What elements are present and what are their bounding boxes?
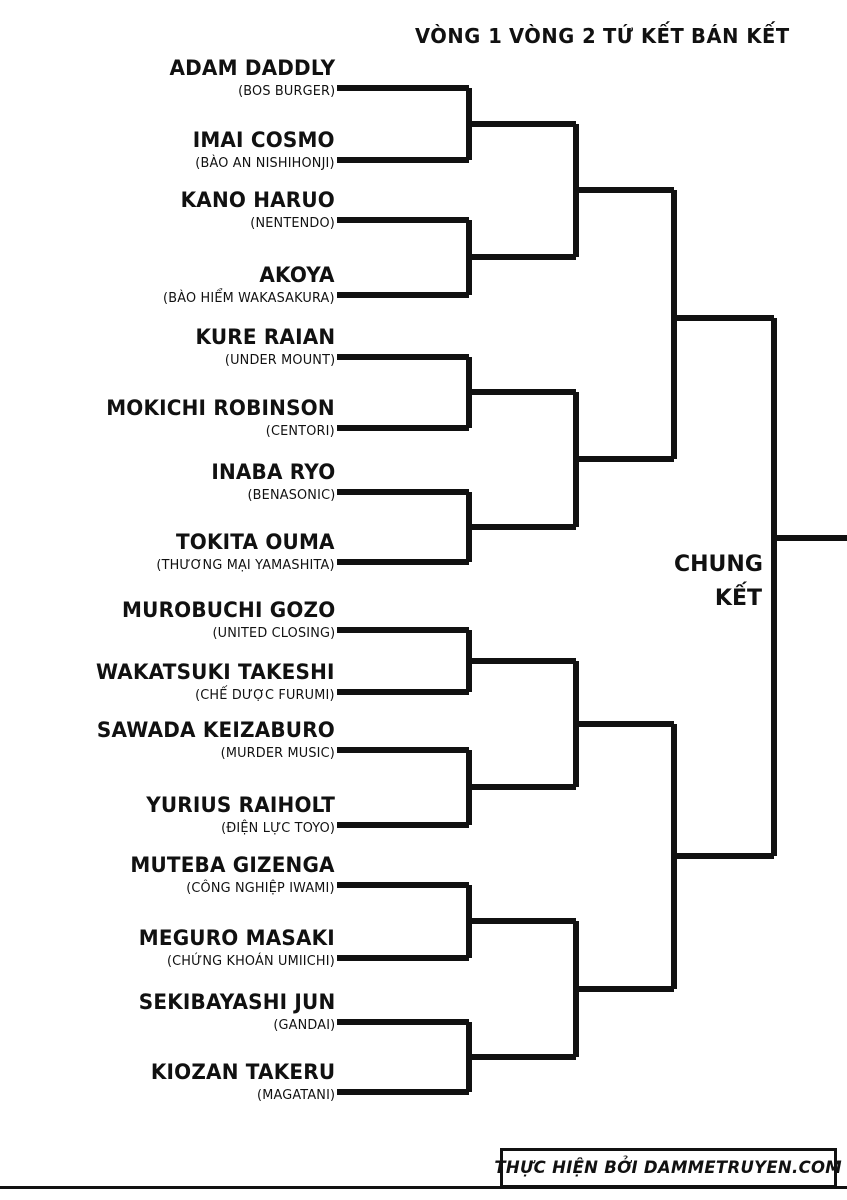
round-label-2: VÒNG 2: [508, 24, 597, 48]
round-label-3: TỨ KẾT: [602, 24, 685, 48]
competitor-team: (GANDAI): [272, 1016, 335, 1033]
competitor-seed: MUTEBA GIZENGA(CÔNG NGHIỆP IWAMI): [115, 855, 335, 895]
watermark-text: THỰC HIỆN BỞI DAMMETRUYEN.COM: [494, 1158, 843, 1178]
round-label-1: VÒNG 1: [415, 24, 503, 48]
competitor-team: (BÀO AN NISHIHONJI): [195, 154, 335, 171]
competitor-name: TOKITA OUMA: [176, 530, 335, 555]
competitor-name: MOKICHI ROBINSON: [106, 396, 335, 421]
competitor-name: ADAM DADDLY: [169, 56, 335, 81]
competitor-team: (MURDER MUSIC): [220, 744, 335, 761]
competitor-seed: IMAI COSMO(BÀO AN NISHIHONJI): [182, 130, 335, 170]
competitor-seed: WAKATSUKI TAKESHI(CHẾ DƯỢC FURUMI): [78, 662, 335, 702]
competitor-team: (NENTENDO): [250, 214, 335, 231]
competitor-seed: TOKITA OUMA(THƯƠNG MẠI YAMASHITA): [147, 532, 335, 572]
competitor-team: (BOS BURGER): [237, 82, 335, 99]
final-label-line-1: CHUNG: [674, 552, 763, 577]
competitor-seed: ADAM DADDLY(BOS BURGER): [157, 58, 335, 98]
competitor-name: IMAI COSMO: [192, 128, 335, 153]
competitor-seed: SEKIBAYASHI JUN(GANDAI): [124, 992, 335, 1032]
competitor-team: (UNDER MOUNT): [224, 351, 335, 368]
competitor-team: (UNITED CLOSING): [212, 624, 335, 641]
competitor-name: AKOYA: [259, 263, 335, 288]
competitor-team: (THƯƠNG MẠI YAMASHITA): [156, 556, 335, 573]
competitor-seed: MEGURO MASAKI(CHỨNG KHOÁN UMIICHI): [124, 928, 335, 968]
final-label-line-2: KẾT: [714, 586, 762, 612]
competitor-team: (CHẾ DƯỢC FURUMI): [195, 686, 335, 703]
final-round-label: CHUNG KẾT: [672, 548, 768, 616]
competitor-seed: KANO HARUO(NENTENDO): [169, 190, 335, 230]
competitor-seed: KURE RAIAN(UNDER MOUNT): [185, 327, 335, 367]
competitor-seed: MOKICHI ROBINSON(CENTORI): [89, 398, 335, 438]
competitor-team: (MAGATANI): [256, 1086, 335, 1103]
competitor-name: SAWADA KEIZABURO: [96, 718, 335, 743]
competitor-name: INABA RYO: [210, 460, 335, 485]
competitor-team: (BÀO HIỂM WAKASAKURA): [163, 289, 335, 306]
competitor-seed: YURIUS RAIHOLT(ĐIỆN LỰC TOYO): [132, 795, 335, 835]
competitor-seed: KIOZAN TAKERU(MAGATANI): [137, 1062, 335, 1102]
competitor-name: MEGURO MASAKI: [138, 926, 335, 951]
competitor-name: MUROBUCHI GOZO: [121, 598, 335, 623]
competitor-name: KIOZAN TAKERU: [150, 1060, 335, 1085]
competitor-team: (CHỨNG KHOÁN UMIICHI): [167, 952, 335, 969]
competitor-team: (ĐIỆN LỰC TOYO): [221, 819, 335, 836]
competitor-team: (CÔNG NGHIỆP IWAMI): [186, 879, 335, 896]
competitor-seed: AKOYA(BÀO HIỂM WAKASAKURA): [154, 265, 335, 305]
competitor-name: WAKATSUKI TAKESHI: [96, 660, 335, 685]
competitor-seed: INABA RYO(BENASONIC): [202, 462, 335, 502]
competitor-team: (CENTORI): [266, 422, 335, 439]
watermark-box: THỰC HIỆN BỞI DAMMETRUYEN.COM: [495, 1148, 842, 1188]
round-label-4: BÁN KẾT: [691, 24, 790, 48]
competitor-name: KURE RAIAN: [195, 325, 335, 350]
competitor-team: (BENASONIC): [247, 486, 335, 503]
competitor-name: KANO HARUO: [180, 188, 335, 213]
competitor-name: SEKIBAYASHI JUN: [138, 990, 335, 1015]
competitor-name: YURIUS RAIHOLT: [146, 793, 335, 818]
competitor-seed: SAWADA KEIZABURO(MURDER MUSIC): [79, 720, 335, 760]
competitor-seed: MUROBUCHI GOZO(UNITED CLOSING): [106, 600, 335, 640]
competitor-name: MUTEBA GIZENGA: [130, 853, 335, 878]
page-bottom-rule: [0, 1186, 847, 1189]
